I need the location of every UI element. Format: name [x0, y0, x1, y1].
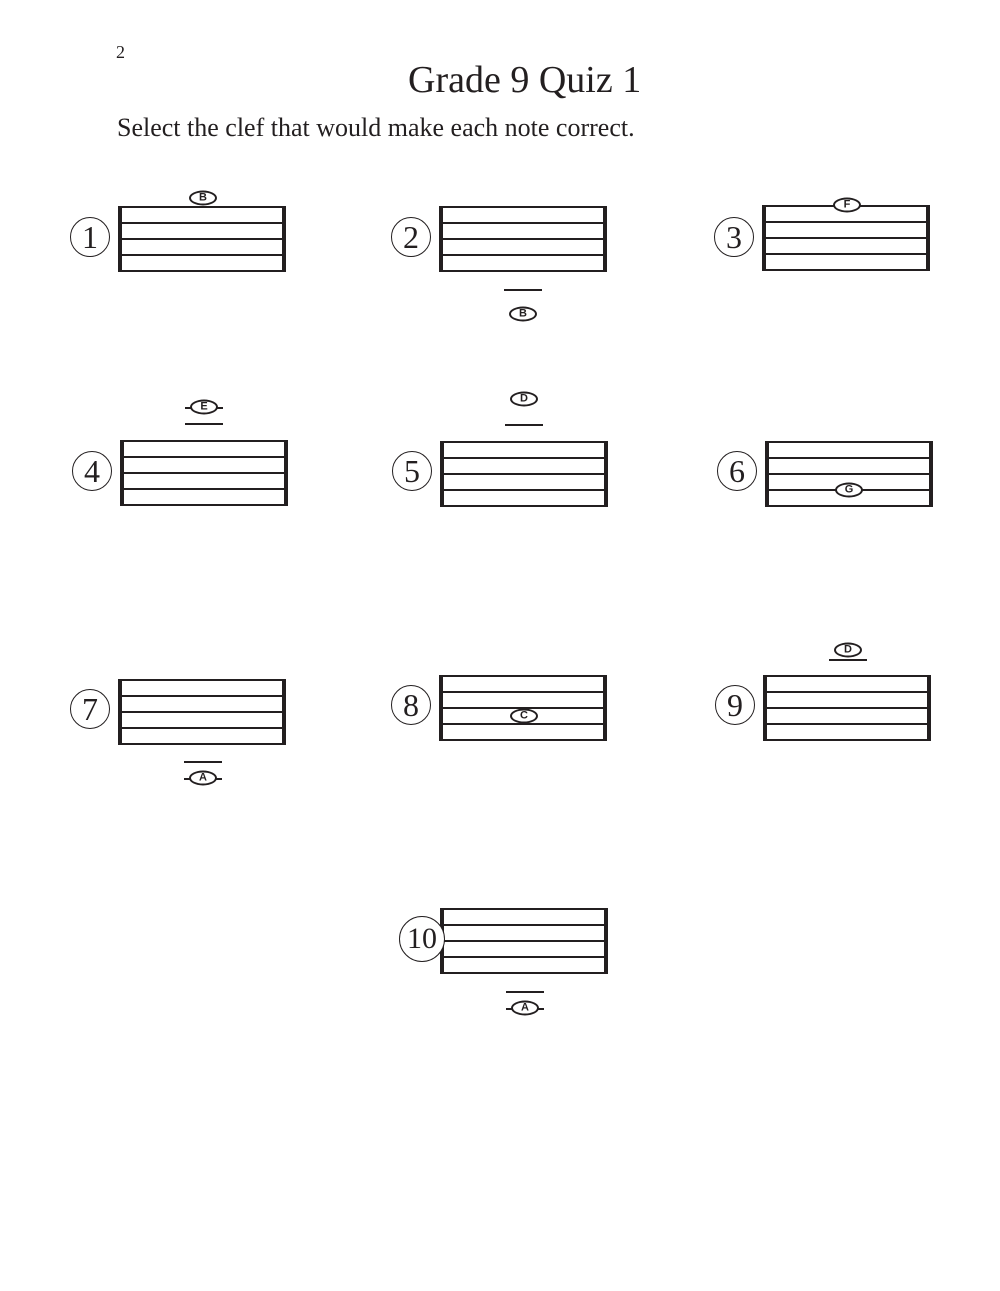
staff — [118, 679, 286, 745]
exercise-1: 1 B — [68, 188, 298, 288]
note-head: A — [189, 770, 217, 786]
staff — [120, 440, 288, 506]
exercise-9: 9 D — [713, 630, 943, 770]
question-number: 8 — [391, 685, 431, 725]
question-number: 4 — [72, 451, 112, 491]
note-head: E — [190, 399, 218, 415]
note-head: D — [834, 642, 862, 658]
note-head: C — [510, 708, 538, 724]
exercise-2: 2 B — [389, 188, 619, 328]
page-title: Grade 9 Quiz 1 — [408, 59, 642, 101]
staff — [439, 675, 607, 741]
exercise-7: 7 A — [68, 668, 298, 808]
question-number: 10 — [399, 916, 445, 962]
staff — [762, 205, 930, 271]
exercise-3: 3 F — [712, 188, 942, 288]
staff — [440, 441, 608, 507]
question-number: 7 — [70, 689, 110, 729]
note-head: B — [509, 306, 537, 322]
note-head: G — [835, 482, 863, 498]
exercise-4: 4 E — [70, 390, 300, 530]
ledger-line — [504, 289, 542, 291]
exercise-8: 8 C — [389, 664, 619, 804]
staff — [440, 908, 608, 974]
question-number: 1 — [70, 217, 110, 257]
exercise-5: 5 D — [390, 390, 620, 530]
staff — [439, 206, 607, 272]
note-head: B — [189, 190, 217, 206]
ledger-line — [184, 761, 222, 763]
note-head: A — [511, 1000, 539, 1016]
ledger-line — [185, 423, 223, 425]
question-number: 5 — [392, 451, 432, 491]
page-number: 2 — [116, 42, 125, 62]
ledger-line — [505, 424, 543, 426]
ledger-line — [829, 659, 867, 661]
note-head: F — [833, 197, 861, 213]
question-number: 9 — [715, 685, 755, 725]
instructions: Select the clef that would make each not… — [117, 113, 635, 142]
ledger-line — [506, 991, 544, 993]
question-number: 6 — [717, 451, 757, 491]
exercise-6: 6 G — [715, 390, 945, 530]
question-number: 2 — [391, 217, 431, 257]
staff — [763, 675, 931, 741]
question-number: 3 — [714, 217, 754, 257]
exercise-10: 10 A — [390, 898, 620, 1038]
staff — [118, 206, 286, 272]
note-head: D — [510, 391, 538, 407]
